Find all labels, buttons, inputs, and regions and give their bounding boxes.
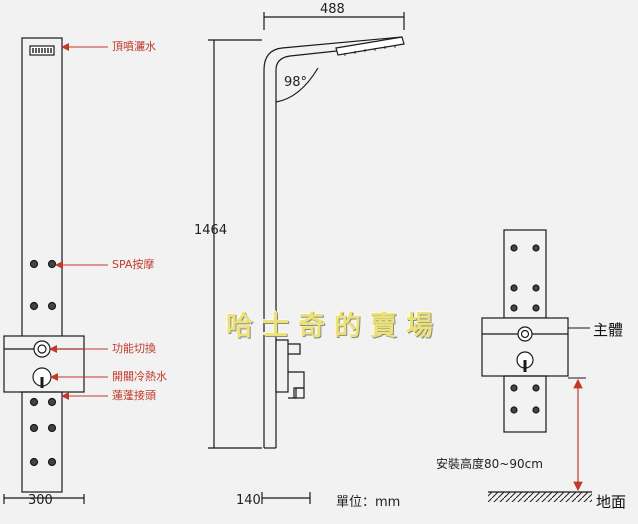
label-function-switch: 功能切換 — [112, 342, 156, 355]
installed-view — [481, 229, 592, 502]
installed-lower-column — [503, 375, 547, 433]
side-view — [208, 12, 405, 504]
dimension-side-depth: 140 — [236, 493, 261, 508]
front-lower-column — [21, 391, 63, 493]
unit-label: 單位：mm — [336, 495, 401, 510]
install-height-label: 安裝高度80~90cm — [436, 457, 543, 471]
front-view — [3, 37, 85, 504]
dimension-front-width: 300 — [28, 493, 53, 508]
angle-arc — [275, 67, 319, 103]
spa-jets-front-lower — [29, 397, 57, 467]
front-column — [21, 37, 63, 341]
top-spray-nozzles — [32, 48, 52, 53]
label-spa-massage: SPA按摩 — [112, 258, 155, 271]
ground-hatch — [488, 492, 592, 502]
dimension-angle: 98° — [284, 75, 308, 90]
label-shower-connector: 蓮蓬接頭 — [112, 389, 156, 402]
leader-lines — [49, 43, 108, 400]
function-switch-knob — [33, 340, 51, 358]
label-hot-cold-switch: 開關冷熱水 — [112, 370, 167, 383]
label-top-spray: 頂噴灑水 — [112, 40, 156, 53]
dimension-top-width: 488 — [320, 2, 345, 17]
dimension-height: 1464 — [194, 223, 228, 238]
ground-label: 地面 — [596, 493, 627, 511]
spa-jets-front — [29, 259, 57, 311]
installed-upper-column — [503, 229, 547, 319]
watermark-text: 哈士奇的賣場 — [226, 311, 442, 342]
main-body-label: 主體 — [593, 321, 624, 339]
